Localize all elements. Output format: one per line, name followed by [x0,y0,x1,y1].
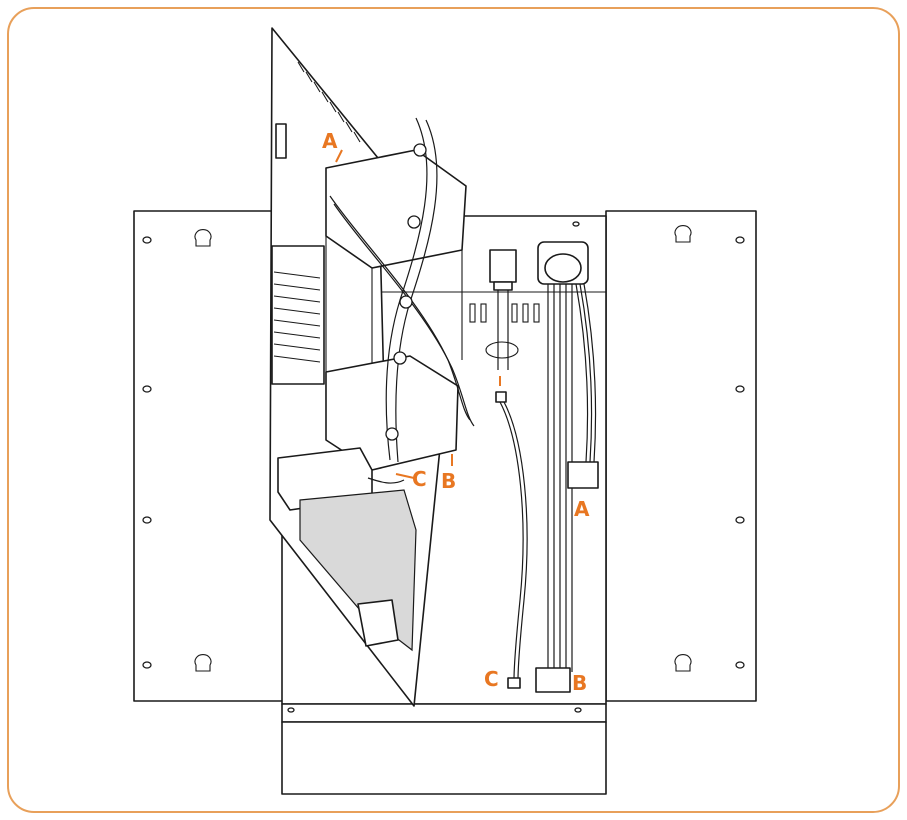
vent-slots [469,303,540,323]
label-a-right: A [574,497,590,521]
panel-wire-harness [329,117,475,484]
left-mounting-flange [133,210,287,702]
label-b-bottom: B [572,671,587,695]
cable-clip [407,215,421,229]
cable-clip [399,295,413,309]
hinged-control-panel [269,27,467,707]
keyhole-slot-icon [674,654,692,672]
round-connector-harness [535,241,599,693]
label-c-mid: C [412,467,427,491]
heatsink [271,245,325,385]
enclosure-body [281,215,607,795]
label-c-bottom: C [484,667,499,691]
keyhole-slot-icon [194,229,212,247]
cable-clip [385,427,399,441]
connector-a-plug [567,461,599,489]
right-mounting-flange [605,210,757,702]
connector-b-plug [535,667,571,693]
cable-clip [393,351,407,365]
connector-c-plug [507,677,521,689]
cable-clip [413,143,427,157]
label-b-mid: B [441,469,456,493]
callout-arrows [335,149,501,479]
panel-vent-slots [297,61,361,143]
keyhole-slot-icon [674,225,692,243]
lower-component-block [325,355,459,471]
label-a-top: A [322,129,338,153]
connector-c-cable [485,249,528,689]
keyhole-slot-icon [194,654,212,672]
